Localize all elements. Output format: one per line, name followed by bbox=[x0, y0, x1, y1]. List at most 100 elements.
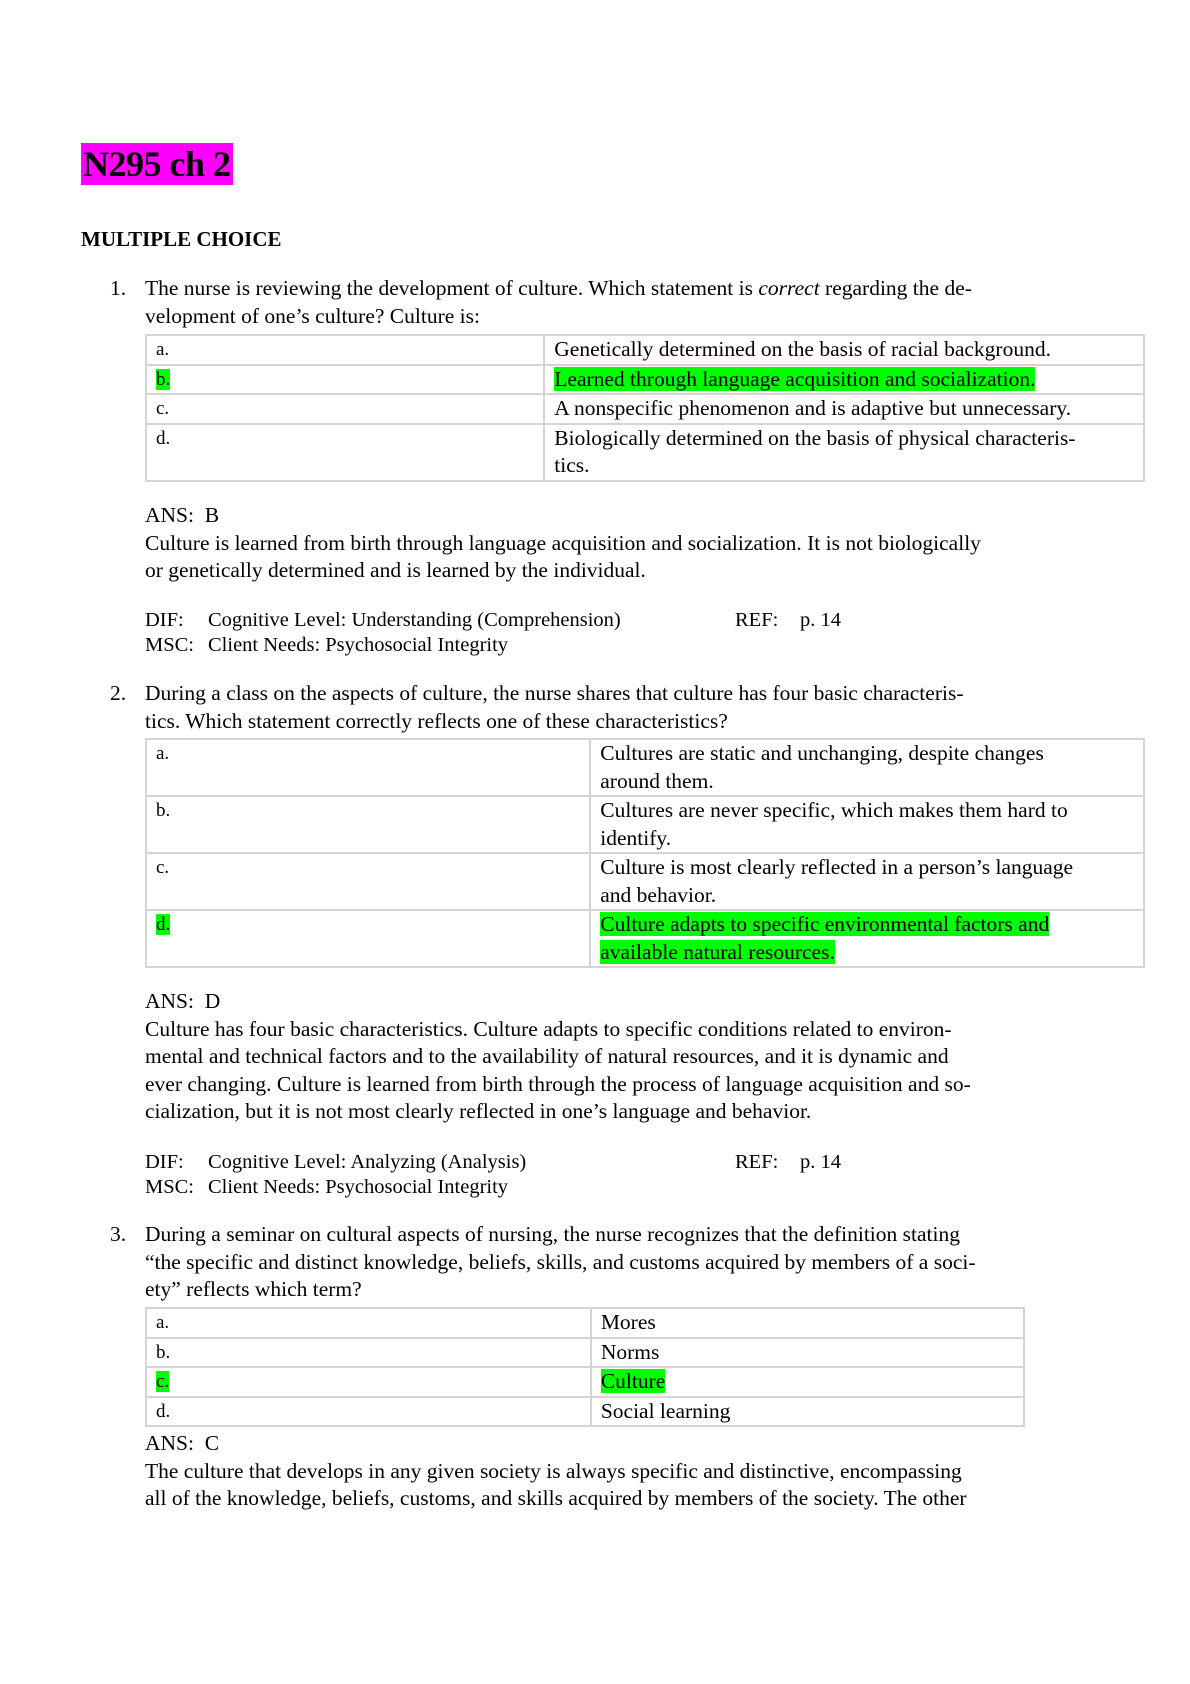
option-text-line: identify. bbox=[600, 825, 672, 850]
stem-line: During a seminar on cultural aspects of … bbox=[145, 1222, 960, 1246]
ref-value: p. 14 bbox=[800, 609, 841, 631]
stem-line: tics. Which statement correctly reflects… bbox=[145, 708, 728, 733]
dif-value: Cognitive Level: Analyzing (Analysis) bbox=[208, 1151, 527, 1173]
stem-line: velopment of one’s culture? Culture is: bbox=[145, 303, 480, 328]
question-stem: During a seminar on cultural aspects of … bbox=[145, 1221, 976, 1304]
option-text-line: Learned through language acquisition and… bbox=[554, 366, 1036, 391]
option-text-line: Cultures are static and unchanging, desp… bbox=[600, 741, 1044, 765]
option-text-line: Culture adapts to specific environmental… bbox=[600, 912, 1050, 936]
question-number: 2. bbox=[110, 681, 127, 705]
ref-label: REF: bbox=[735, 609, 779, 631]
stem-emphasis: correct bbox=[758, 276, 820, 300]
option-row-c[interactable]: c. Culture is most clearly reflected in … bbox=[144, 852, 1145, 911]
option-row-b[interactable]: b. Cultures are never specific, which ma… bbox=[144, 795, 1145, 854]
msc-row: MSC: Client Needs: Psychosocial Integrit… bbox=[145, 1175, 1045, 1200]
answer-block-2: ANS: D Culture has four basic characteri… bbox=[145, 988, 971, 1126]
options-table-1: a. Genetically determined on the basis o… bbox=[144, 334, 1145, 482]
answer-block-3: ANS: C The culture that develops in any … bbox=[145, 1430, 967, 1513]
option-row-d[interactable]: d. Social learning bbox=[145, 1395, 1026, 1427]
rationale-line: ever changing. Culture is learned from b… bbox=[145, 1071, 971, 1096]
option-letter: a. bbox=[145, 1307, 592, 1339]
answer-line: ANS: C bbox=[145, 1430, 967, 1458]
options-table-3: a. Mores b. Norms c. Culture d. Social l… bbox=[145, 1307, 1026, 1427]
rationale-line: mental and technical factors and to the … bbox=[145, 1044, 949, 1068]
answer-line: ANS: B bbox=[145, 502, 981, 530]
option-letter: b. bbox=[144, 795, 592, 854]
option-text: Social learning bbox=[589, 1395, 1026, 1427]
option-text-line: Mores bbox=[600, 1310, 656, 1334]
answer-value: C bbox=[204, 1431, 220, 1455]
question-number: 3. bbox=[110, 1222, 127, 1246]
option-letter-text: c. bbox=[156, 857, 170, 878]
metadata-1: DIF: Cognitive Level: Understanding (Com… bbox=[145, 608, 1045, 658]
option-text: Culture adapts to specific environmental… bbox=[589, 909, 1145, 968]
answer-line: ANS: D bbox=[145, 988, 971, 1016]
option-text: Mores bbox=[589, 1307, 1026, 1339]
option-letter-text: c. bbox=[156, 398, 170, 419]
option-text-line: A nonspecific phenomenon and is adaptive… bbox=[554, 396, 1072, 420]
option-text: Culture bbox=[589, 1366, 1026, 1398]
option-text-line: Biologically determined on the basis of … bbox=[554, 425, 1076, 450]
msc-row: MSC: Client Needs: Psychosocial Integrit… bbox=[145, 633, 1045, 658]
option-letter: d. bbox=[145, 1395, 592, 1427]
dif-value: Cognitive Level: Understanding (Comprehe… bbox=[208, 609, 621, 631]
option-row-b[interactable]: b. Learned through language acquisition … bbox=[144, 363, 1145, 395]
option-row-c[interactable]: c. Culture bbox=[145, 1366, 1026, 1398]
option-text: Cultures are never specific, which makes… bbox=[589, 795, 1145, 854]
metadata-2: DIF: Cognitive Level: Analyzing (Analysi… bbox=[145, 1150, 1045, 1200]
dif-label: DIF: bbox=[145, 1151, 184, 1173]
option-text-line: and behavior. bbox=[600, 882, 717, 907]
ref-value: p. 14 bbox=[800, 1151, 841, 1173]
option-letter: c. bbox=[145, 1366, 592, 1398]
option-letter-text: a. bbox=[156, 743, 170, 764]
option-text-line: Cultures are never specific, which makes… bbox=[600, 798, 1068, 822]
option-text-line: Genetically determined on the basis of r… bbox=[554, 337, 1051, 361]
option-row-d[interactable]: d. Culture adapts to specific environmen… bbox=[144, 909, 1145, 968]
msc-label: MSC: bbox=[145, 1176, 194, 1198]
answer-label: ANS: bbox=[145, 989, 194, 1013]
ref-label: REF: bbox=[735, 1151, 779, 1173]
option-letter-text: a. bbox=[156, 1312, 170, 1333]
rationale-line: cialization, but it is not most clearly … bbox=[145, 1099, 812, 1123]
option-text: Genetically determined on the basis of r… bbox=[543, 334, 1145, 366]
option-row-a[interactable]: a. Genetically determined on the basis o… bbox=[144, 334, 1145, 366]
stem-line: “the specific and distinct knowledge, be… bbox=[145, 1249, 976, 1274]
option-text: Cultures are static and unchanging, desp… bbox=[589, 738, 1145, 797]
option-row-c[interactable]: c. A nonspecific phenomenon and is adapt… bbox=[144, 393, 1145, 425]
stem-line: During a class on the aspects of culture… bbox=[145, 681, 964, 705]
dif-row: DIF: Cognitive Level: Analyzing (Analysi… bbox=[145, 1150, 1045, 1175]
msc-label: MSC: bbox=[145, 634, 194, 656]
options-table-2: a. Cultures are static and unchanging, d… bbox=[144, 738, 1145, 968]
msc-value: Client Needs: Psychosocial Integrity bbox=[208, 1176, 509, 1198]
option-text-line: tics. bbox=[554, 453, 590, 477]
option-row-a[interactable]: a. Mores bbox=[145, 1307, 1026, 1339]
answer-value: D bbox=[204, 989, 221, 1013]
option-text-line: Social learning bbox=[600, 1398, 731, 1423]
option-row-b[interactable]: b. Norms bbox=[145, 1336, 1026, 1368]
option-letter: a. bbox=[144, 334, 546, 366]
option-row-a[interactable]: a. Cultures are static and unchanging, d… bbox=[144, 738, 1145, 797]
question-stem: The nurse is reviewing the development o… bbox=[145, 275, 972, 330]
msc-value: Client Needs: Psychosocial Integrity bbox=[208, 634, 509, 656]
option-text: Culture is most clearly reflected in a p… bbox=[589, 852, 1145, 911]
question-number: 1. bbox=[110, 276, 127, 300]
option-letter-text: d. bbox=[156, 427, 171, 449]
option-text-line: around them. bbox=[600, 768, 714, 793]
option-letter-text: b. bbox=[156, 1341, 171, 1363]
rationale-line: Culture has four basic characteristics. … bbox=[145, 1016, 952, 1041]
dif-label: DIF: bbox=[145, 609, 184, 631]
option-text-line: Norms bbox=[600, 1339, 660, 1364]
answer-block-1: ANS: B Culture is learned from birth thr… bbox=[145, 502, 981, 585]
option-letter: b. bbox=[145, 1336, 592, 1368]
answer-value: B bbox=[204, 503, 220, 527]
option-row-d[interactable]: d. Biologically determined on the basis … bbox=[144, 422, 1145, 482]
option-letter-text: d. bbox=[156, 914, 171, 935]
option-letter: c. bbox=[144, 852, 592, 911]
document-title: N295 ch 2 bbox=[81, 143, 233, 185]
question-stem: During a class on the aspects of culture… bbox=[145, 680, 963, 735]
dif-row: DIF: Cognitive Level: Understanding (Com… bbox=[145, 608, 1045, 633]
stem-text: regarding the de- bbox=[819, 276, 972, 300]
answer-label: ANS: bbox=[145, 1431, 194, 1455]
option-text-line: available natural resources. bbox=[600, 939, 835, 964]
option-text: Biologically determined on the basis of … bbox=[543, 422, 1145, 482]
